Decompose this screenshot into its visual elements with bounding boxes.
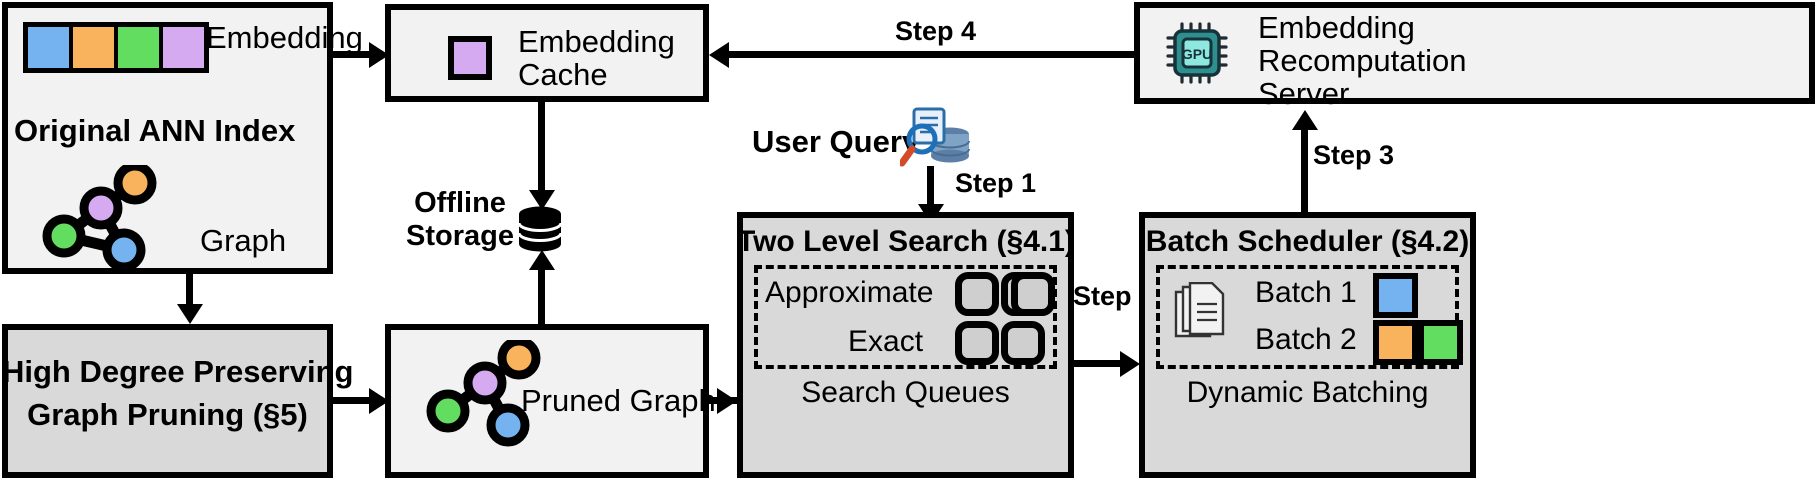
embedding-swatch-green <box>118 27 163 68</box>
embedding-cache-title-line1: Embedding <box>518 24 675 59</box>
exact-slot-1[interactable] <box>955 321 999 365</box>
recomputation-server-line2: Recomputation <box>1258 43 1467 78</box>
arrow-index-to-pruning-head <box>177 304 203 324</box>
dynamic-batching-panel <box>1156 265 1459 369</box>
step3-label: Step 3 <box>1313 140 1395 170</box>
batch-1-label: Batch 1 <box>1255 276 1357 309</box>
recomputation-server-box <box>1134 2 1815 104</box>
two-level-search-box <box>737 212 1074 478</box>
embedding-swatch-purple <box>163 27 204 68</box>
user-query-label: User Query <box>752 124 920 159</box>
offline-storage-label-line2: Storage <box>406 220 514 252</box>
purple-square-icon <box>448 36 492 80</box>
embedding-cache-box <box>385 4 709 102</box>
arrow-step2-head <box>1120 351 1140 377</box>
graph-pruning-title-line1: High Degree Preserving <box>2 354 354 389</box>
original-graph-illustration <box>42 165 157 270</box>
pruned-graph-label: Pruned Graph <box>521 383 716 418</box>
arrow-step3-line <box>1301 128 1308 212</box>
pruned-node-green <box>426 389 470 433</box>
exact-row-label: Exact <box>848 325 924 358</box>
exact-slot-2[interactable] <box>1001 321 1045 365</box>
graph-node-green <box>42 214 86 258</box>
batch-scheduler-title: Batch Scheduler (§4.2) <box>1145 225 1470 258</box>
arrow-step3-head <box>1292 110 1318 130</box>
embedding-swatch-strip <box>23 22 209 73</box>
pruned-node-purple <box>463 361 507 405</box>
graph-node-blue <box>102 228 146 270</box>
arrow-index-to-pruning-line <box>186 274 193 304</box>
pruned-graph-illustration <box>426 340 541 447</box>
batch-2-swatch-green <box>1418 320 1463 365</box>
offline-storage-label-line1: Offline <box>414 187 506 219</box>
recomputation-server-line1: Embedding <box>1258 10 1415 45</box>
batch-1-swatch-blue <box>1373 273 1418 318</box>
approximate-slot-1[interactable] <box>955 272 999 316</box>
arrow-step2-line <box>1074 360 1126 367</box>
arrow-pruned-to-search-head <box>717 388 737 414</box>
recomputation-server-line3: Server <box>1258 76 1350 111</box>
query-search-database-icon <box>900 107 970 167</box>
approximate-slot-3[interactable] <box>1011 272 1055 316</box>
step4-label: Step 4 <box>895 16 977 46</box>
graph-label: Graph <box>200 223 287 258</box>
arrow-cache-to-storage-head <box>529 190 555 210</box>
gpu-chip-icon: GPU <box>1166 22 1228 84</box>
arrow-index-to-cache-line <box>333 51 369 58</box>
approximate-row-label: Approximate <box>765 276 934 309</box>
embedding-cache-title-line2: Cache <box>518 57 608 92</box>
arrow-pruned-to-storage-head <box>529 250 555 270</box>
arrow-pruning-to-pruned-line <box>333 397 369 404</box>
arrow-pruned-to-storage-line <box>538 268 545 326</box>
batch-2-label: Batch 2 <box>1255 323 1357 356</box>
graph-node-purple <box>79 186 123 230</box>
two-level-search-title: Two Level Search (§4.1) <box>737 225 1075 258</box>
arrow-cache-to-storage-line <box>538 102 545 190</box>
arrow-step1-line <box>927 166 934 204</box>
graph-pruning-title-line2: Graph Pruning (§5) <box>27 397 308 432</box>
pruned-graph-box <box>385 324 709 478</box>
batch-2-swatch-orange <box>1373 320 1418 365</box>
arrow-step4-head <box>709 42 729 68</box>
svg-text:GPU: GPU <box>1182 46 1212 62</box>
search-queues-panel <box>754 265 1057 369</box>
embedding-swatch-orange <box>73 27 118 68</box>
graph-pruning-box <box>2 324 333 478</box>
pruned-node-blue <box>486 403 530 447</box>
documents-stack-icon <box>1174 282 1225 338</box>
arrow-index-to-cache-head <box>369 42 389 68</box>
embedding-label: Embedding <box>206 20 363 55</box>
arrow-step4-line <box>726 51 1134 58</box>
original-ann-index-title: Original ANN Index <box>14 113 296 148</box>
database-cylinder-icon <box>518 206 562 252</box>
arrow-pruning-to-pruned-head <box>369 388 389 414</box>
step1-label: Step 1 <box>955 168 1037 198</box>
pruned-node-orange <box>497 340 541 380</box>
embedding-swatch-blue <box>28 27 73 68</box>
search-queues-footer: Search Queues <box>801 376 1010 409</box>
graph-node-orange <box>113 165 157 205</box>
dynamic-batching-footer: Dynamic Batching <box>1186 376 1429 409</box>
